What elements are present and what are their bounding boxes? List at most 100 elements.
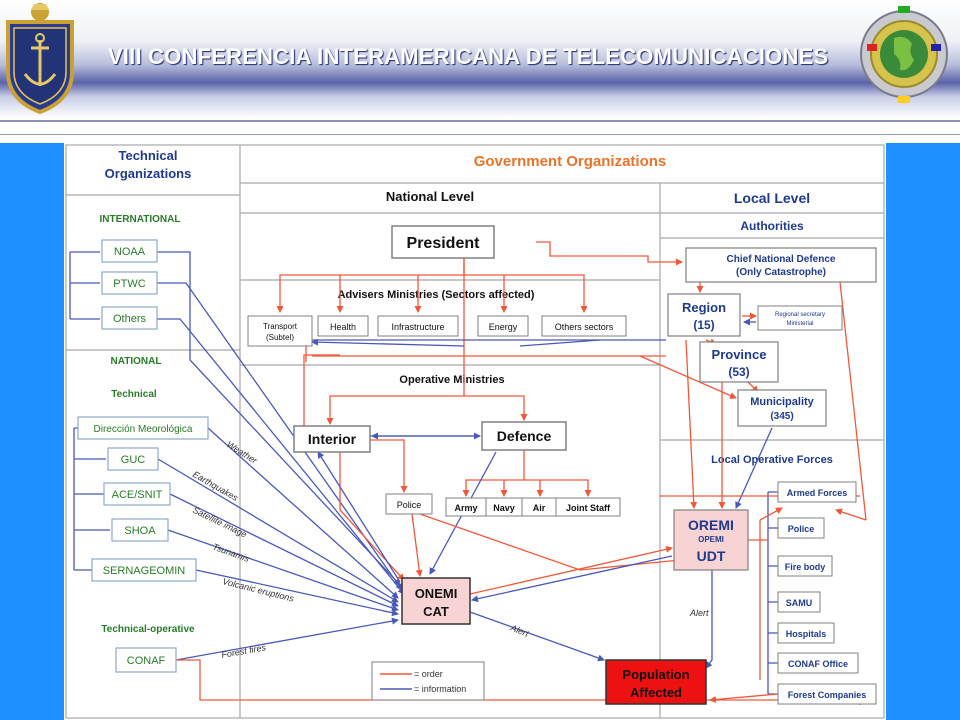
armed-forces-box xyxy=(777,481,857,503)
info-advisers-transport xyxy=(311,338,465,347)
forest-companies-box xyxy=(777,683,877,705)
samu-box xyxy=(777,591,821,613)
samu-label: SAMU xyxy=(786,598,813,608)
info-line-noaa xyxy=(157,251,401,586)
municipality-label: Municipality xyxy=(750,396,814,408)
region-box xyxy=(667,293,741,337)
conference-title: VIII CONFERENCIA INTERAMERICANA DE TELEC… xyxy=(108,44,829,69)
info-line-guc xyxy=(157,458,399,603)
local-operative-forces-heading: Local Operative Forces xyxy=(711,454,833,466)
guc-box xyxy=(107,447,159,471)
regional-secretary-line1: Regional secretary xyxy=(775,312,825,318)
region-label: Region xyxy=(682,300,726,315)
municipality-box xyxy=(737,389,827,427)
forces-bracket-ticks xyxy=(768,491,778,695)
order-region-oremi xyxy=(685,339,698,509)
forest-companies-label: Forest Companies xyxy=(788,690,867,700)
province-label: Province xyxy=(712,347,767,362)
order-forest-population xyxy=(709,693,779,703)
section-grid xyxy=(65,144,885,719)
order-interior-police xyxy=(370,439,408,493)
army-label: Army xyxy=(454,503,477,513)
international-heading: INTERNATIONAL xyxy=(100,214,181,225)
direccion-label: Dirección Meorológica xyxy=(94,424,193,435)
sernageomin-box xyxy=(91,558,197,582)
fire-body-box xyxy=(777,555,833,577)
info-line-ptwc xyxy=(157,282,403,591)
order-chief-right xyxy=(839,281,867,521)
left-side-band xyxy=(0,143,64,720)
municipality-count: (345) xyxy=(770,411,793,422)
order-defence-joint xyxy=(524,479,592,497)
population-label-line1: Population xyxy=(622,667,689,682)
transport-label-line1: Transport xyxy=(263,322,298,331)
president-box xyxy=(391,225,495,259)
legend-information-label: = information xyxy=(414,684,466,694)
info-municipality-oremi xyxy=(735,427,773,509)
shoa-box xyxy=(111,518,169,542)
province-count: (53) xyxy=(728,365,749,379)
police-box xyxy=(385,493,433,515)
legend-order-label: = order xyxy=(414,669,443,679)
info-line-conaf xyxy=(175,617,399,661)
info-line-others xyxy=(157,318,405,595)
lp-police-box xyxy=(777,517,825,539)
hospitals-label: Hospitals xyxy=(786,629,827,639)
order-defence-army xyxy=(462,450,525,497)
transport-box xyxy=(247,315,313,347)
ptwc-box xyxy=(101,271,158,295)
authorities-heading: Authorities xyxy=(740,219,804,233)
operative-ministries-heading: Operative Ministries xyxy=(399,374,504,386)
order-police-oremi xyxy=(419,513,681,571)
air-label: Air xyxy=(533,503,546,513)
order-police-onemi xyxy=(411,513,423,577)
order-president-interior xyxy=(326,258,465,425)
fire-body-label: Fire body xyxy=(785,562,826,572)
info-others-line xyxy=(519,339,601,347)
chief-label-line1: Chief National Defence xyxy=(727,254,836,265)
regional-secretary-box xyxy=(757,305,843,331)
alert-line-label-2: Alert xyxy=(689,608,709,618)
header-band: VIII CONFERENCIA INTERAMERICANA DE TELEC… xyxy=(0,0,960,118)
info-oremi-onemi xyxy=(471,555,673,603)
order-onemi-oremi xyxy=(469,545,673,595)
acesnit-box xyxy=(103,482,171,506)
police-label: Police xyxy=(397,500,422,510)
others-label: Others xyxy=(113,313,147,325)
technical-organizations-title-line1: Technical xyxy=(118,148,177,163)
citel-emblem-logo xyxy=(860,6,948,103)
info-oremi-population xyxy=(705,570,713,669)
region-count: (15) xyxy=(693,318,714,332)
technical-operative-heading: Technical-operative xyxy=(101,624,195,635)
noaa-box xyxy=(101,239,158,263)
info-line-direccion xyxy=(207,427,399,599)
infrastructure-label: Infrastructure xyxy=(391,322,444,332)
acesnit-label: ACE/SNIT xyxy=(112,489,163,501)
shoa-label: SHOA xyxy=(124,525,156,537)
sernageomin-label: SERNAGEOMIN xyxy=(103,565,186,577)
oremi-label: OREMI xyxy=(688,517,734,533)
national-bracket-ticks xyxy=(74,427,110,571)
conaf-box xyxy=(115,647,177,673)
energy-label: Energy xyxy=(489,322,518,332)
info-onemi-interior xyxy=(317,451,401,583)
national-heading: NATIONAL xyxy=(111,356,162,367)
joint-staff-label: Joint Staff xyxy=(566,503,611,513)
order-president-chief xyxy=(536,241,683,266)
national-level-boxes: President Transport (Subtel) Health Infr… xyxy=(247,225,707,705)
legend-box xyxy=(371,661,485,701)
health-box xyxy=(317,315,369,337)
connector-lines xyxy=(69,241,867,705)
regional-secretary-line2: Ministerial xyxy=(786,321,813,327)
conaf-office-label: CONAF Office xyxy=(788,659,848,669)
local-level-heading: Local Level xyxy=(734,190,810,206)
guc-label: GUC xyxy=(121,454,146,466)
interior-label: Interior xyxy=(308,431,357,447)
info-line-shoa xyxy=(167,529,399,612)
info-line-sernageomin xyxy=(195,569,399,617)
joint-staff-box xyxy=(555,497,621,517)
order-chief-armed xyxy=(835,508,867,521)
international-bracket-ticks xyxy=(70,251,100,320)
defence-box xyxy=(481,421,567,451)
hospitals-box xyxy=(777,622,835,644)
